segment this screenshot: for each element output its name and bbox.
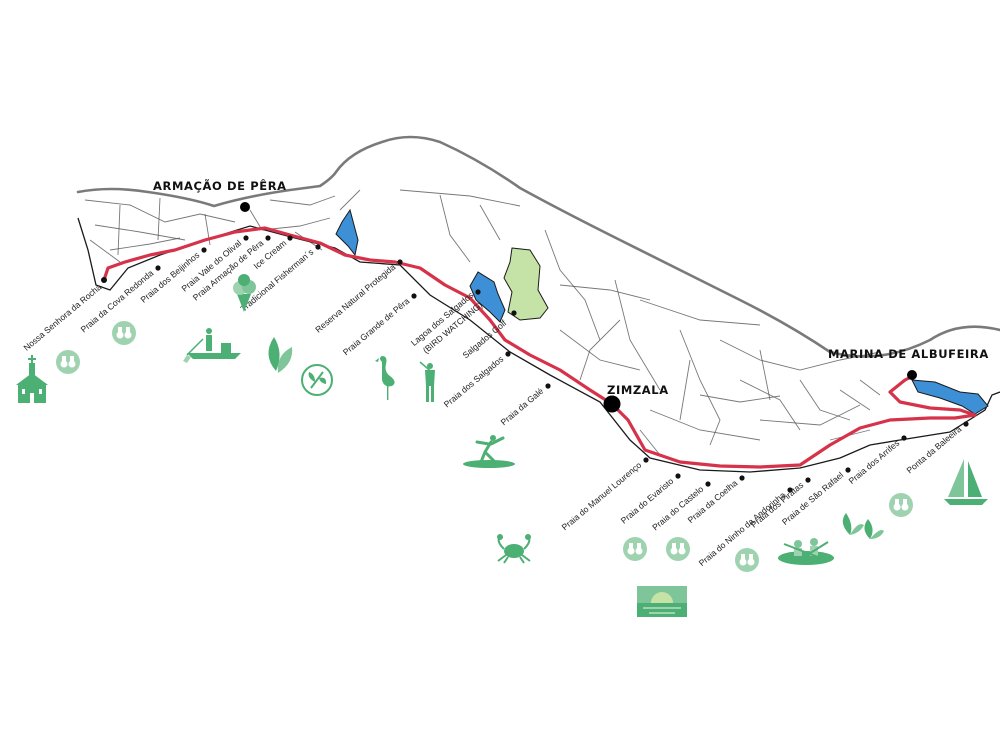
dot-gale (545, 383, 551, 389)
binoculars-icon (56, 350, 80, 374)
plants-icon (842, 513, 884, 539)
town-marker-marina (907, 370, 917, 380)
dot-salgados-golf (511, 310, 517, 316)
leaves-icon (268, 337, 293, 373)
dot-castelo (705, 481, 711, 487)
major-road (76, 135, 1000, 358)
town-label-marina: MARINA DE ALBUFEIRA (828, 347, 989, 361)
place-label-manuel-lourenco: Praia do Manuel Lourenço (560, 460, 644, 533)
dot-vale-olival (243, 235, 249, 241)
dot-grande-pera (411, 293, 417, 299)
coastline (77, 217, 1000, 473)
binoculars-icon (666, 537, 690, 561)
dot-armacao (265, 235, 271, 241)
route-line (102, 226, 977, 469)
dot-evaristo (675, 473, 681, 479)
town-marker-armacao (240, 202, 250, 212)
binoculars-icon (623, 537, 647, 561)
sailboat-icon (944, 459, 988, 505)
dot-piratas (805, 477, 811, 483)
town-label-zimzala: ZIMZALA (607, 383, 669, 397)
binoculars-icon (889, 493, 913, 517)
road-network (84, 189, 881, 456)
crab-icon (497, 534, 531, 564)
dot-manuel-lourenco (643, 457, 649, 463)
fisherman-boat-icon (183, 328, 241, 363)
dot-baleeira (963, 421, 969, 427)
dot-fisherman (315, 244, 321, 250)
place-label-salgados-golf: Salgados Golf (461, 317, 509, 360)
water-lagoon-left (335, 208, 359, 257)
place-label-coelha: Praia da Coelha (686, 478, 740, 525)
dot-cova-redonda (155, 265, 161, 271)
dot-reserva (397, 259, 403, 265)
dot-ice-cream (287, 235, 293, 241)
green-golf-area (503, 247, 549, 321)
dot-arrifes (901, 435, 907, 441)
surfer-icon (463, 435, 515, 468)
sunset-icon (637, 586, 687, 617)
place-label-praia-salgados: Praia dos Salgados (442, 354, 506, 410)
dot-beijinhos (201, 247, 207, 253)
dot-lagoa (475, 289, 481, 295)
kayak-icon (778, 538, 834, 565)
church-icon (16, 355, 48, 403)
water-lagoon-salgados (469, 271, 506, 323)
dot-praia-salgados (505, 351, 511, 357)
dot-sao-rafael (845, 467, 851, 473)
binoculars-icon (112, 321, 136, 345)
place-label-baleeira: Ponta da Baleeira (905, 424, 964, 476)
flamingo-icon (375, 356, 395, 400)
town-label-armacao: ARMAÇÃO DE PÊRA (153, 178, 287, 193)
place-label-arrifes: Praia dos Arrifes (847, 438, 902, 486)
dot-coelha (739, 475, 745, 481)
protected-nature-icon (301, 364, 333, 396)
dot-ninho (787, 487, 793, 493)
water-marina (911, 379, 989, 415)
town-marker-zimzala (603, 395, 621, 413)
golfer-icon (419, 361, 435, 402)
ice-cream-icon (233, 274, 256, 312)
binoculars-icon (735, 548, 759, 572)
place-dots (101, 235, 969, 493)
dot-nossa-senhora (101, 277, 107, 283)
place-label-gale: Praia da Galé (499, 386, 546, 428)
